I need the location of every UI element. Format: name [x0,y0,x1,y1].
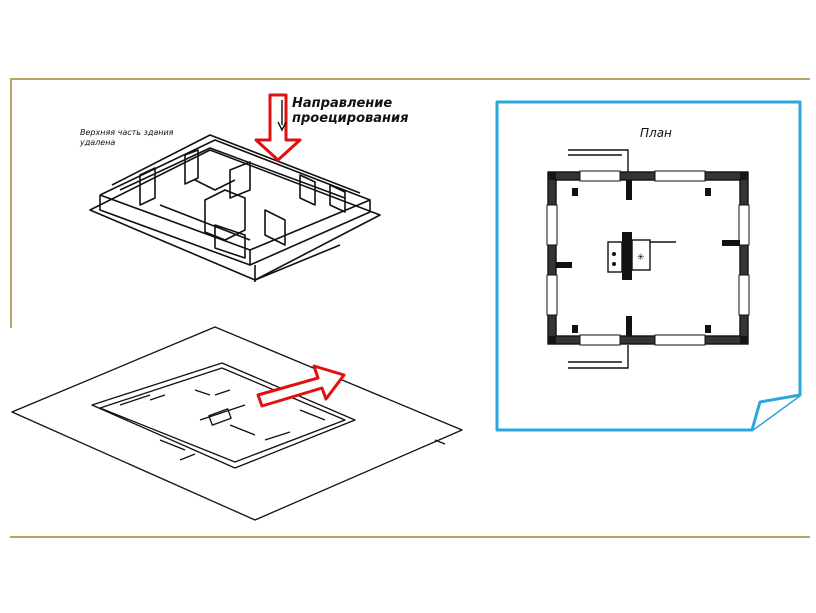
floor-plan: ✳ [546,149,750,369]
building-base-slab [89,149,381,281]
wall-segment [264,209,286,246]
cutting-plane [11,326,463,521]
building-back-wall [99,139,371,201]
isometric-plan-plane [11,326,463,521]
upper-part-removed-label: Верхняя часть здания удалена [80,128,174,147]
wall-segment [214,224,246,259]
wall-segment [329,184,346,213]
wall-segment [299,174,316,206]
projection-arrow-right [256,364,346,408]
wall-segment [229,161,251,199]
wall-segment [204,189,246,241]
wall-segment [184,149,199,185]
slide-frame [10,78,810,538]
isometric-building [89,134,381,282]
central-stove [622,232,632,280]
wall-segment [139,167,156,206]
plan-title: План [640,126,672,140]
projection-direction-label: Направление проецирования [292,96,409,126]
svg-text:✳: ✳ [637,253,645,263]
projection-arrow-down [254,93,302,162]
slide-frame-left-edge [10,78,12,328]
